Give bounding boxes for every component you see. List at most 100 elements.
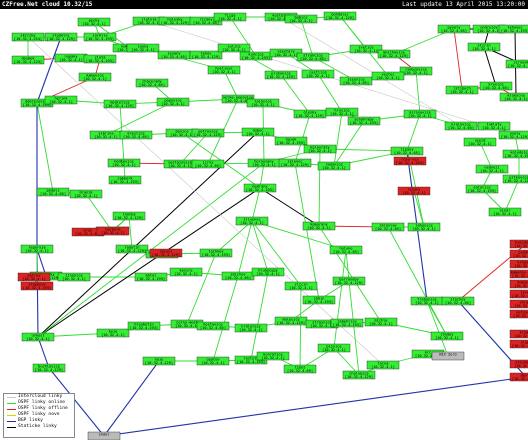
router-node[interactable]: chocerady[10.32.4.65] [135,78,169,88]
router-node[interactable]: lipany[10.32.4.65] [390,146,424,156]
router-node[interactable]: radosovice[10.32.4.1] [399,66,433,76]
router-node[interactable]: sulice[10.32.4.1] [217,43,251,52]
router-node[interactable]: mnichovice[10.32.4.129] [377,49,411,58]
router-node[interactable]: doubek[10.32.4.129] [11,55,45,65]
router-node[interactable]: chrast[10.32.4.1] [509,299,528,308]
router-node[interactable]: vinor[10.32.4.1] [488,207,522,217]
router-node[interactable]: lhotka[10.32.4.129] [112,211,146,221]
router-node[interactable]: holesky[10.32.4.129] [158,16,192,25]
router-node[interactable]: nova-ves[10.32.4.193] [393,156,427,166]
router-node[interactable]: netvorice[10.32.4.65] [509,309,528,318]
router-node[interactable]: louny[10.32.4.1] [126,43,160,52]
router-node[interactable]: reporyje[10.32.4.1] [20,244,54,254]
router-node[interactable]: lahovice[10.32.4.1] [407,222,441,232]
router-node[interactable]: podoli[10.32.4.65] [36,187,70,197]
router-node[interactable]: hlubocepy[10.32.4.1] [251,267,285,276]
router-node[interactable]: jinonice[10.32.4.1] [57,272,91,281]
router-node[interactable]: petrovice[10.32.4.129] [191,128,225,138]
router-node[interactable]: tuklaty[10.32.4.1] [477,121,511,131]
router-node[interactable]: babice[10.32.4.1] [284,14,318,23]
router-node[interactable]: lesany[10.32.4.1] [397,186,431,196]
router-node[interactable]: stodolni[10.32.4.129] [44,32,78,41]
router-node[interactable]: hostivar[10.32.4.1] [207,65,241,75]
router-node[interactable]: hvezdonice[10.32.4.1] [509,239,528,249]
router-node[interactable]: opatov[10.32.4.1] [196,356,230,365]
router-node[interactable]: barrandov[10.32.4.129] [332,276,366,285]
router-node[interactable]: trebonice[10.32.4.1] [410,296,444,305]
router-node[interactable]: svetice[10.32.4.1] [349,44,383,53]
router-node[interactable]: pitkovice[10.32.4.129] [502,174,528,184]
router-node[interactable]: cholupice[10.32.4.129] [342,370,376,379]
router-node[interactable]: hloubetin[10.32.4.193] [127,321,161,330]
router-node[interactable]: senohraby[10.32.4.193] [347,116,381,126]
router-node[interactable]: jarmila[10.32.4.193] [83,32,117,41]
router-node[interactable]: unhost[10.32.4.1] [21,332,55,341]
router-node[interactable]: skrizky[10.32.4.254] [11,32,45,41]
router-node[interactable]: modrany[10.32.4.193] [243,183,277,193]
router-node[interactable]: uvaly[10.32.4.129] [498,130,528,140]
router-node[interactable]: herink[10.32.4.1] [44,95,78,105]
router-node[interactable]: strancice[10.32.4.65] [296,52,330,61]
router-node[interactable]: radotin[10.32.4.129] [115,244,149,254]
router-node[interactable]: bohdalec[10.32.4.129] [323,11,357,20]
router-node[interactable]: pecky[10.32.4.1] [77,17,111,26]
router-node[interactable]: zalesi[10.32.4.129] [149,248,183,257]
router-node[interactable]: zelenec[10.32.4.129] [278,158,312,168]
router-node[interactable]: NIX Zero [431,351,465,361]
router-node[interactable]: hodkovice[10.32.4.1] [107,158,141,168]
router-node[interactable]: komorany[10.32.4.1] [302,221,336,231]
router-node[interactable]: tynec[10.32.4.193] [509,289,528,298]
router-node[interactable]: bukovany[10.32.4.1] [509,279,528,288]
router-node[interactable]: zlicin[10.32.4.1] [284,281,318,290]
router-node[interactable]: mirosovice[10.32.4.1] [403,109,437,119]
router-node[interactable]: chodov[10.32.4.1] [430,331,464,340]
router-node[interactable]: poddubi[10.32.4.65] [509,249,528,258]
router-node[interactable]: pisnice[10.32.4.1] [317,343,351,352]
router-node[interactable]: jevany[10.32.4.65] [157,50,191,59]
router-node[interactable]: zlatá[10.32.4.193] [83,54,117,63]
router-node[interactable]: tocna[10.32.4.1] [366,360,400,369]
router-node[interactable]: kyje[10.32.4.1] [96,328,130,337]
router-node[interactable]: zamberk[10.32.4.193] [108,175,142,185]
router-node[interactable]: kreslice[10.32.4.65] [119,130,153,140]
router-node[interactable]: hrdlorezy[10.32.4.1] [234,323,268,332]
router-node[interactable]: zernovka[10.32.4.129] [505,59,528,69]
router-node[interactable]: sibrina[10.32.4.1] [89,130,123,140]
router-node[interactable]: holyne[10.32.4.65] [329,245,363,255]
router-node[interactable]: barbora[10.32.4.1] [96,226,130,236]
router-node[interactable]: kamenice[10.32.4.1] [78,72,112,82]
router-node[interactable]: ujezd[10.32.4.1] [463,137,497,147]
router-node[interactable]: haje[10.32.4.129] [142,356,176,365]
router-node[interactable]: kamenny-prived[10.32.4.129] [509,269,528,278]
router-node[interactable]: libus[10.32.4.65] [283,364,317,373]
router-node[interactable]: pruhonice[10.32.4.129] [264,70,298,80]
router-node[interactable]: sestajovice[10.32.4.1] [163,159,197,169]
router-node[interactable]: fiiga[10.32.4.1] [213,12,247,21]
router-node[interactable]: jirny[10.32.4.65] [191,159,225,169]
router-node[interactable]: nedvezi[10.32.4.1] [475,164,509,174]
router-node[interactable]: popovice[10.32.4.1] [156,97,190,107]
router-node[interactable]: modletice[10.32.4.129] [103,99,137,109]
router-node[interactable]: kralovice[10.32.4.65] [444,121,478,131]
router-node[interactable]: davle[10.32.4.193] [509,372,528,381]
router-node[interactable]: radonice[10.32.4.1] [317,161,351,171]
router-node[interactable]: tehov[10.32.4.129] [189,50,223,59]
router-node[interactable]: lojovice[10.32.4.1] [246,98,280,108]
router-node[interactable]: kuncice[10.32.4.193] [239,51,273,60]
router-node[interactable]: buchlovice[10.32.4.129] [32,363,66,372]
router-node[interactable]: stechovice[10.32.4.1] [509,359,528,368]
router-node[interactable]: vestec[10.32.4.1] [371,71,405,81]
router-node[interactable]: horousany[10.32.4.1] [247,158,281,168]
router-node[interactable]: stochov[10.32.4.65] [441,296,475,305]
router-node[interactable]: tehovec[10.32.4.193] [498,24,528,33]
router-node[interactable]: satalice[10.32.4.193] [465,184,499,194]
router-node[interactable]: motol[10.32.4.193] [134,272,168,281]
router-node[interactable]: kolodeje[10.32.4.193] [502,149,528,159]
router-node[interactable]: hrusice[10.32.4.1] [325,107,359,117]
router-node[interactable]: shdol [87,431,121,440]
router-node[interactable]: stirin[10.32.4.1] [467,42,501,51]
router-node[interactable]: slivenec[10.32.4.1] [235,216,269,226]
router-node[interactable]: michle[10.32.4.1] [364,317,398,326]
router-node[interactable]: hostavice[10.32.4.65] [196,321,230,330]
router-node[interactable]: zabehlice[10.32.4.193] [330,318,364,327]
